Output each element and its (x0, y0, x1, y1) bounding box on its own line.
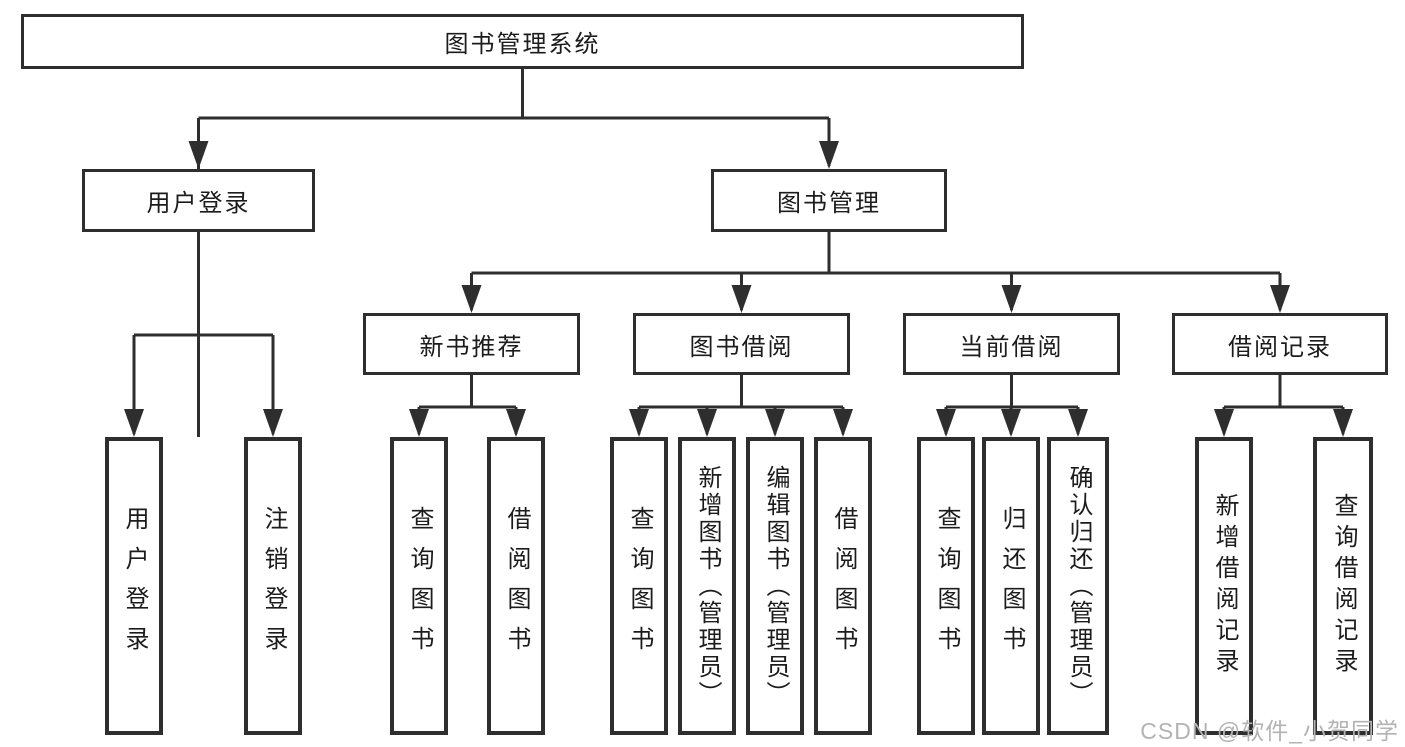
arrowhead (1333, 409, 1353, 437)
node-book-management: 图书管理 (711, 169, 947, 232)
arrowhead (731, 285, 752, 313)
node-query-books-3-label: 查询图书 (933, 506, 960, 666)
node-user-login: 用户登录 (82, 169, 315, 232)
node-query-books-2-label: 查询图书 (626, 506, 653, 666)
node-query-books-1-label: 查询图书 (406, 506, 433, 666)
node-borrow-records: 借阅记录 (1172, 313, 1388, 375)
csdn-watermark: CSDN @软件_小贺同学 (1140, 718, 1399, 744)
node-borrow-books-2-label: 借阅图书 (830, 506, 857, 666)
node-current-borrow-label: 当前借阅 (959, 333, 1064, 361)
node-new-book-recommend-label: 新书推荐 (419, 333, 524, 361)
node-return-book-label: 归还图书 (998, 506, 1025, 666)
node-edit-book-admin: 编辑图书（管理员） (746, 437, 804, 735)
arrowhead (1270, 285, 1290, 313)
connector-borrow-records-to-leaves (1222, 375, 1345, 434)
arrowhead (819, 141, 839, 169)
node-add-borrow-record-label: 新增借阅记录 (1211, 493, 1238, 679)
arrowhead (461, 285, 482, 313)
node-user-login-label: 用户登录 (146, 190, 251, 217)
arrowhead (1001, 409, 1021, 437)
node-borrow-books-2: 借阅图书 (814, 437, 872, 735)
node-logout-label: 注销登录 (260, 506, 287, 666)
node-add-book-admin-label: 新增图书（管理员） (694, 464, 721, 708)
node-user-login-leaf: 用户登录 (105, 437, 163, 735)
arrowhead (629, 409, 649, 437)
connector-book-borrow-to-leaves (637, 375, 845, 434)
arrowhead (506, 409, 526, 437)
connector-book-mgmt-to-level3 (470, 232, 1282, 310)
connector-current-borrow-to-leaves (944, 375, 1080, 434)
node-add-book-admin: 新增图书（管理员） (678, 437, 736, 735)
arrowhead (936, 409, 956, 437)
arrowhead (765, 409, 785, 437)
node-new-book-recommend: 新书推荐 (363, 313, 580, 375)
node-confirm-return-admin-label: 确认归还（管理员） (1065, 464, 1092, 708)
node-borrow-records-label: 借阅记录 (1228, 333, 1332, 361)
arrowhead (1068, 409, 1088, 437)
arrowhead (188, 141, 209, 169)
node-query-books-1: 查询图书 (390, 437, 448, 735)
arrowhead (697, 409, 717, 437)
node-book-management-label: 图书管理 (777, 190, 881, 217)
arrowhead (833, 409, 853, 437)
node-add-borrow-record: 新增借阅记录 (1195, 437, 1253, 735)
node-return-book: 归还图书 (982, 437, 1040, 735)
node-query-borrow-record: 查询借阅记录 (1313, 437, 1373, 735)
arrowhead (263, 409, 283, 437)
node-library-management-system: 图书管理系统 (21, 14, 1024, 69)
arrowhead (124, 409, 144, 437)
arrowhead (1214, 409, 1234, 437)
node-logout: 注销登录 (244, 437, 302, 735)
node-query-borrow-record-label: 查询借阅记录 (1330, 493, 1357, 679)
node-library-management-system-label: 图书管理系统 (444, 31, 601, 58)
node-query-books-2: 查询图书 (610, 437, 668, 735)
node-book-borrow: 图书借阅 (633, 313, 850, 375)
connector-user-login-to-leaves (132, 232, 275, 434)
node-borrow-books-1: 借阅图书 (487, 437, 545, 735)
node-query-books-3: 查询图书 (917, 437, 975, 735)
arrowhead (409, 409, 429, 437)
node-current-borrow: 当前借阅 (903, 313, 1120, 375)
node-book-borrow-label: 图书借阅 (689, 333, 794, 361)
connector-new-book-to-leaves (417, 375, 518, 434)
connector-root-to-level2 (197, 69, 831, 437)
node-edit-book-admin-label: 编辑图书（管理员） (762, 464, 789, 708)
node-user-login-leaf-label: 用户登录 (121, 506, 148, 666)
node-borrow-books-1-label: 借阅图书 (503, 506, 530, 666)
node-confirm-return-admin: 确认归还（管理员） (1047, 437, 1109, 735)
arrowhead (1001, 285, 1022, 313)
